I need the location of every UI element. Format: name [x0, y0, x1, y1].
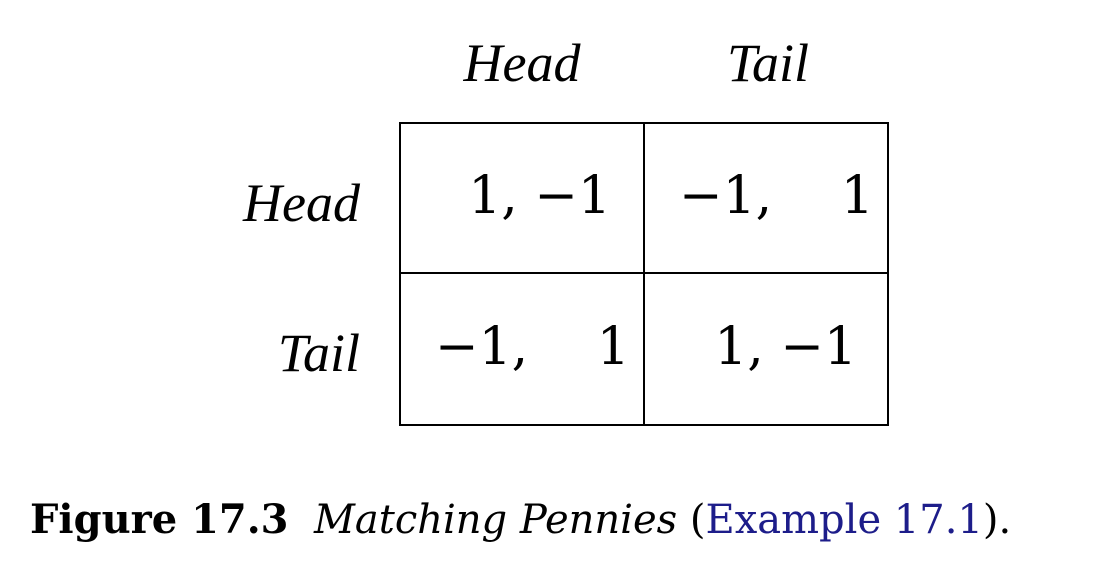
figure-title: Matching Pennies	[313, 497, 678, 543]
payoff-value: −1, 1	[679, 165, 874, 226]
caption-open-paren: (	[677, 497, 706, 543]
payoff-cell-head-tail: −1, 1	[645, 124, 889, 274]
row-label-head: Head	[243, 173, 360, 233]
payoff-cell-tail-tail: 1, −1	[645, 274, 889, 424]
payoff-value: −1, 1	[435, 316, 630, 377]
row-label-tail: Tail	[277, 323, 360, 383]
payoff-cell-head-head: 1, −1	[401, 124, 645, 274]
payoff-value: 1, −1	[468, 165, 611, 226]
column-label-tail: Tail	[726, 33, 810, 93]
figure-number: Figure 17.3	[30, 496, 289, 543]
payoff-value: 1, −1	[714, 316, 857, 377]
example-reference-link[interactable]: Example 17.1	[705, 497, 983, 543]
caption-close: ).	[982, 497, 1012, 543]
column-label-head: Head	[463, 33, 581, 93]
payoff-matrix: 1, −1 −1, 1 −1, 1 1, −1	[399, 122, 889, 426]
figure-caption: Figure 17.3 Matching Pennies (Example 17…	[30, 497, 1012, 543]
payoff-cell-tail-head: −1, 1	[401, 274, 645, 424]
